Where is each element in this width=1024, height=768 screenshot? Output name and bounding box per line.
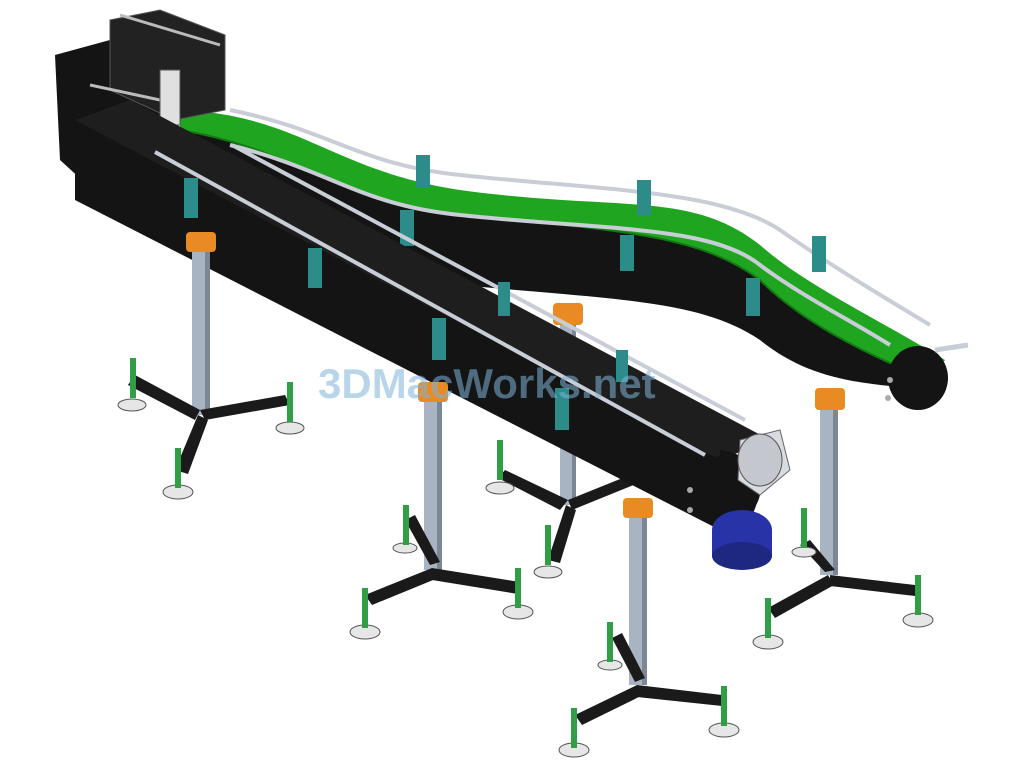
leg-front-middle: [349, 382, 534, 640]
leg-front-right: [558, 498, 740, 758]
leg-front-left: [117, 232, 305, 500]
foot-bolts: [130, 358, 921, 748]
lower-guide-brackets: [184, 178, 628, 430]
upper-guide-brackets: [400, 155, 826, 316]
upper-conveyor: [179, 108, 969, 410]
leg-rear-right: [752, 388, 934, 650]
drive-motor: [712, 429, 791, 570]
